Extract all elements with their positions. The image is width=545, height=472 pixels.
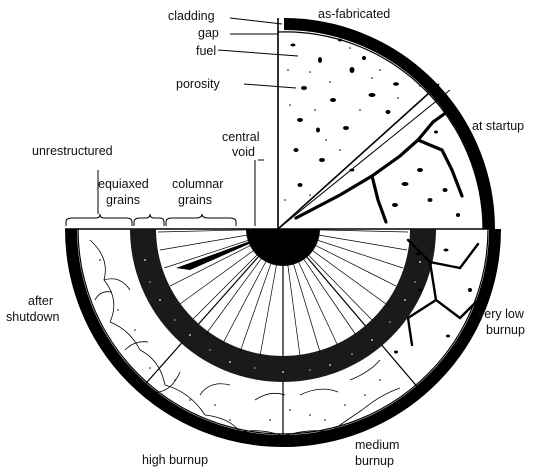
startup-pores xyxy=(350,131,461,218)
leader-lines xyxy=(218,18,298,226)
central-void xyxy=(246,229,320,266)
label-very-low-burnup-1: very low xyxy=(478,307,525,321)
label-central-void-2: void xyxy=(232,145,255,159)
label-columnar-1: columnar xyxy=(172,177,223,191)
label-central-void-1: central xyxy=(222,130,260,144)
label-after-shutdown-1: after xyxy=(28,294,53,308)
label-cladding: cladding xyxy=(168,9,215,23)
label-columnar-2: grains xyxy=(178,193,212,207)
upper-cladding xyxy=(284,24,489,229)
label-porosity: porosity xyxy=(176,77,221,91)
upper-quadrant xyxy=(278,18,489,229)
label-equiaxed-2: grains xyxy=(106,193,140,207)
label-medium-burnup-1: medium xyxy=(355,438,399,452)
label-fuel: fuel xyxy=(196,44,216,58)
startup-cracks xyxy=(296,112,462,222)
label-medium-burnup-2: burnup xyxy=(355,454,394,468)
label-very-low-burnup-2: burnup xyxy=(486,323,525,337)
label-equiaxed-1: equiaxed xyxy=(98,177,149,191)
sector-divider xyxy=(278,84,439,229)
label-unrestructured: unrestructured xyxy=(32,144,113,158)
label-as-fabricated: as-fabricated xyxy=(318,7,390,21)
label-high-burnup: high burnup xyxy=(142,453,208,467)
label-at-startup: at startup xyxy=(472,119,524,133)
label-gap: gap xyxy=(198,26,219,40)
label-after-shutdown-2: shutdown xyxy=(6,310,60,324)
lower-half xyxy=(65,229,495,441)
